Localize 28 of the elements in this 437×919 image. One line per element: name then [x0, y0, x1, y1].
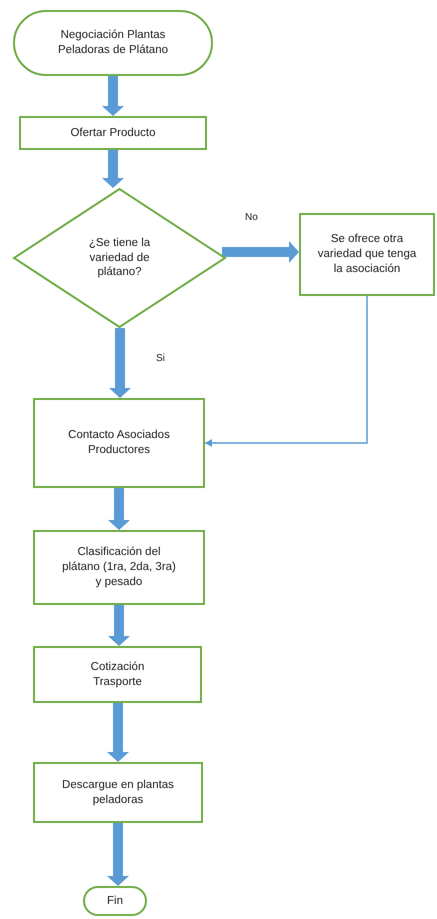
block-arrow — [108, 605, 130, 646]
process-box — [33, 646, 202, 703]
node-text: Contacto Asociados Productores — [67, 428, 171, 458]
node-text: Negociación Plantas Peladoras de Plátano — [57, 28, 169, 58]
terminal-box — [83, 886, 147, 916]
node-text: Fin — [107, 894, 123, 908]
node-text: Se ofrece otra variedad que tenga la asociación — [317, 232, 417, 277]
block-arrow — [107, 823, 129, 886]
node-text: Ofertar Producto — [70, 126, 156, 140]
block-arrow — [108, 488, 130, 530]
node-text: Clasificación del plátano (1ra, 2da, 3ra) y pesado — [62, 545, 176, 590]
process-box — [19, 116, 207, 150]
block-arrow — [222, 241, 299, 263]
edge-label: No — [244, 212, 259, 223]
edge-label: Si — [155, 353, 166, 364]
block-arrow — [109, 328, 131, 398]
process-box — [299, 213, 435, 296]
node-text: Descargue en plantas peladoras — [61, 778, 175, 808]
connector-arrow — [205, 296, 368, 447]
process-box — [33, 762, 203, 823]
node-text: Cotización Trasporte — [90, 660, 146, 690]
block-arrow — [102, 76, 124, 116]
decision-diamond — [13, 188, 226, 328]
block-arrow — [107, 703, 129, 762]
node-text: ¿Se tiene la variedad de plátano? — [88, 236, 152, 280]
process-box — [33, 530, 205, 605]
process-box — [33, 398, 205, 488]
block-arrow — [102, 150, 124, 188]
